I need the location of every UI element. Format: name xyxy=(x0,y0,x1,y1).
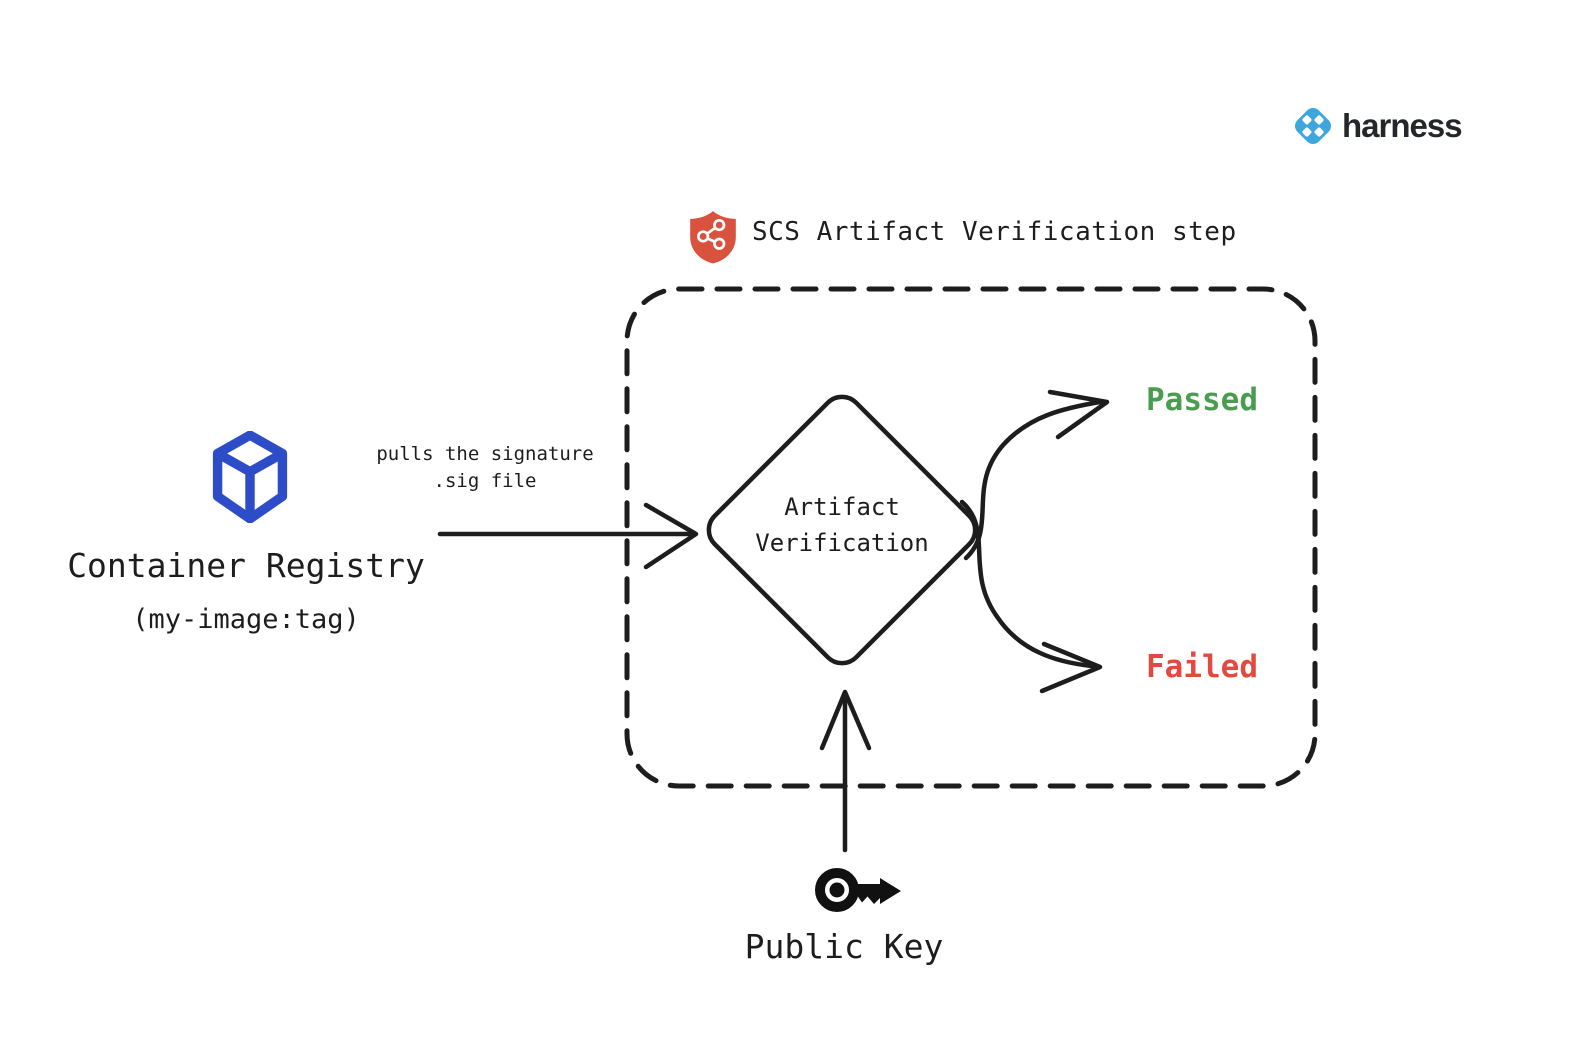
decision-label-line2: Verification xyxy=(755,529,929,557)
pull-edge-label-line1: pulls the signature xyxy=(376,443,594,465)
outcome-failed: Failed xyxy=(1146,649,1258,685)
brand-logo: harness xyxy=(1290,103,1463,149)
public-key-arrow xyxy=(819,689,872,853)
decision-label-line1: Artifact xyxy=(784,493,900,521)
public-key-label: Public Key xyxy=(744,927,944,966)
step-title: SCS Artifact Verification step xyxy=(752,217,1237,247)
outcome-passed: Passed xyxy=(1146,382,1258,418)
passed-arrow xyxy=(963,389,1110,561)
harness-logo-icon xyxy=(1295,108,1331,144)
failed-arrow xyxy=(959,499,1103,694)
decision-label: Artifact Verification xyxy=(702,489,982,561)
decision-diamond xyxy=(706,394,978,666)
pull-edge-label-line2: .sig file xyxy=(433,470,537,492)
key-icon xyxy=(815,868,901,912)
cube-icon xyxy=(212,431,288,523)
registry-subtitle: (my-image:tag) xyxy=(132,604,360,635)
registry-title: Container Registry xyxy=(67,546,425,585)
brand-wordmark: harness xyxy=(1342,107,1463,144)
pull-arrow xyxy=(437,502,699,570)
pull-edge-label: pulls the signature .sig file xyxy=(352,441,618,495)
shield-graph-icon xyxy=(690,211,736,264)
